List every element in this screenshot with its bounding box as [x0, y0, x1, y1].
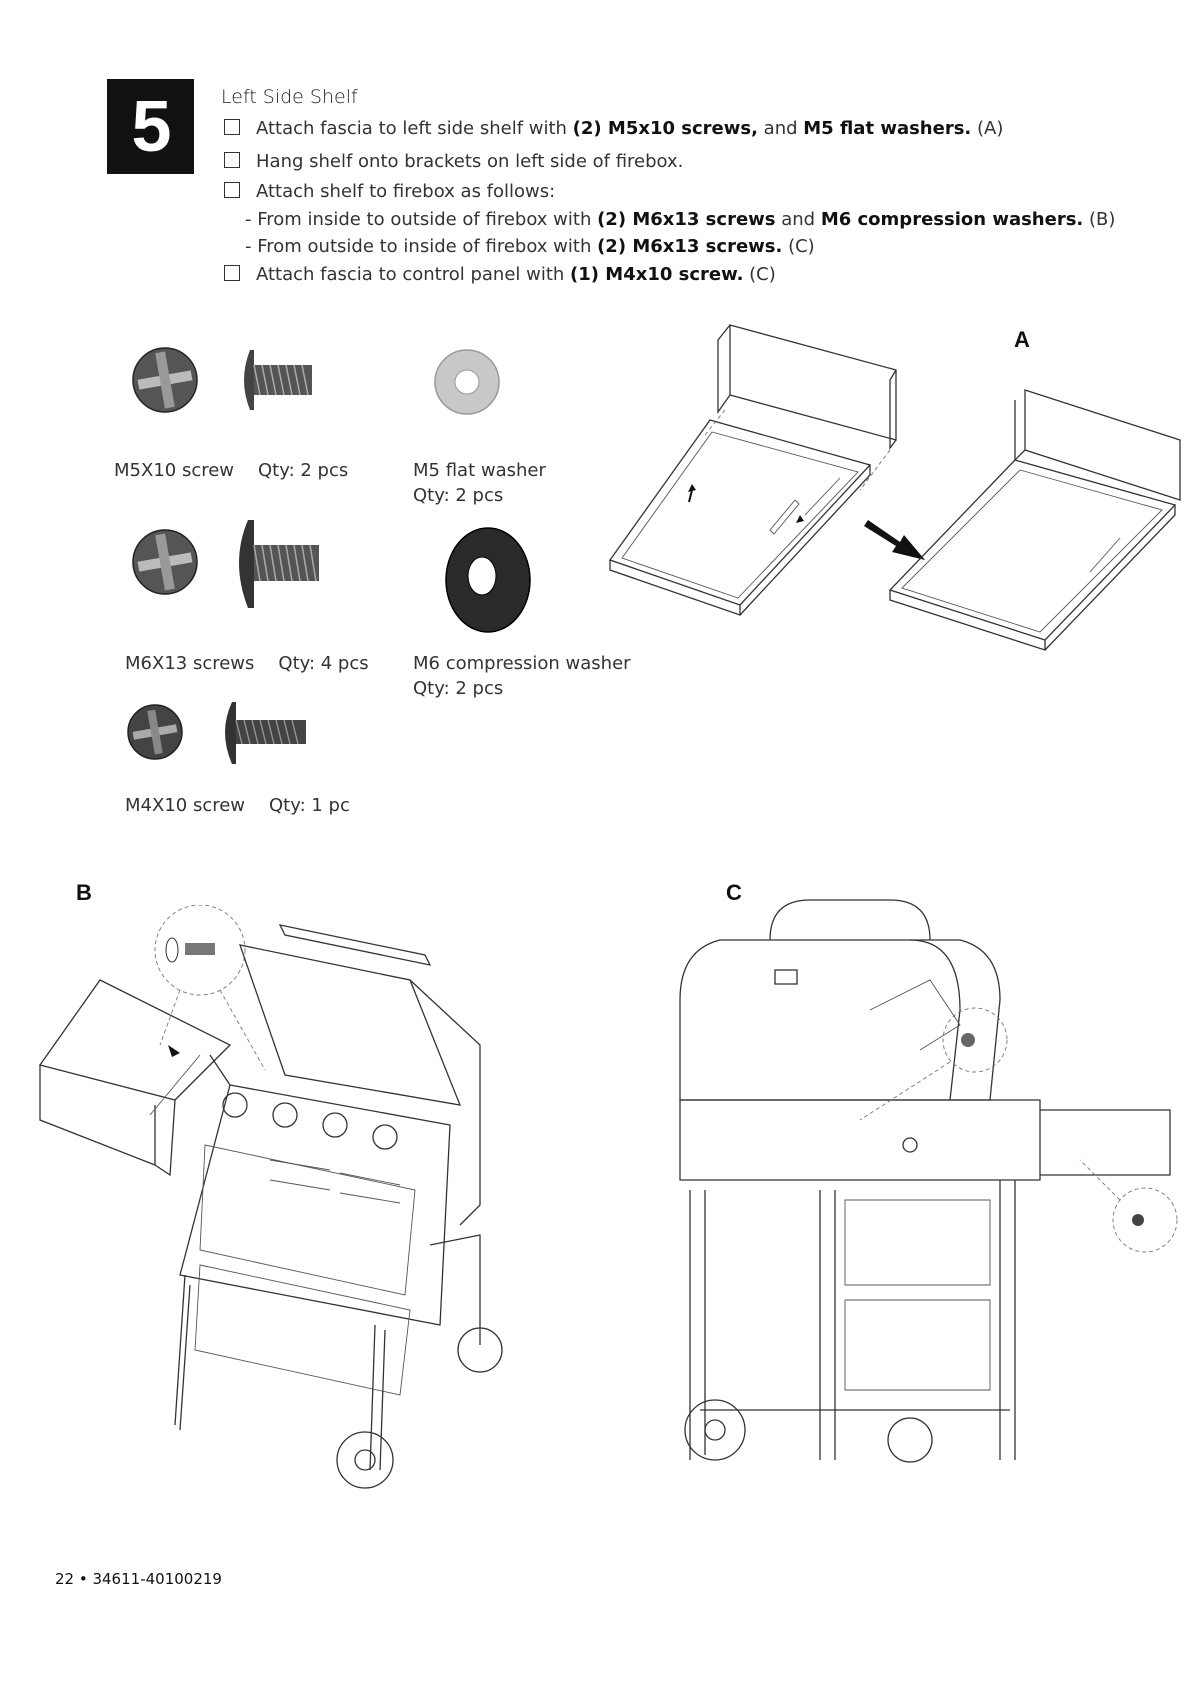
m4-screw-side-icon: [225, 702, 306, 764]
screw-detail-icon: [961, 1033, 975, 1047]
m5-screw-side-icon: [244, 350, 312, 410]
m4-screw-head-icon: [127, 704, 183, 760]
m5-washer-icon: [434, 349, 500, 415]
washer-detail-icon: [165, 937, 179, 963]
direction-arrow-icon: [864, 520, 925, 560]
part-name: M4X10 screw: [125, 795, 246, 816]
part-qty: Qty: 4 pcs: [278, 653, 369, 674]
instruction-bold: (1) M4x10 screw.: [570, 264, 744, 285]
instruction-text: and: [757, 118, 804, 139]
instruction-text: (B): [1083, 209, 1116, 230]
checkbox-icon[interactable]: [224, 265, 240, 281]
instruction-text: (C): [782, 236, 815, 257]
part-qty: Qty: 2 pcs: [258, 460, 349, 481]
instruction-text: (C): [743, 264, 776, 285]
m4-screw-caption: M4X10 screw Qty: 1 pc: [125, 795, 350, 816]
figure-b-grill-shelf-install: [38, 905, 503, 1489]
instruction-text: - From inside to outside of firebox with: [245, 209, 598, 230]
instruction-bold: (2) M6x13 screws: [597, 209, 776, 230]
step-number-badge: 5: [107, 79, 194, 174]
hardware-illustrations: [127, 347, 531, 764]
arrow-icon: [796, 515, 804, 523]
instruction-bold: M6 compression washers.: [820, 209, 1084, 230]
instruction-bold: M5 flat washers.: [803, 118, 972, 139]
side-shelf: [38, 979, 232, 1177]
instruction-text: Attach fascia to left side shelf with: [256, 118, 573, 139]
part-qty: Qty: 1 pc: [269, 795, 350, 816]
sub-instruction-1: - From inside to outside of firebox with…: [245, 209, 1115, 230]
checkbox-icon[interactable]: [224, 119, 240, 135]
figure-label-b: B: [76, 880, 92, 905]
step-title: Left Side Shelf: [221, 86, 358, 108]
step-number: 5: [131, 86, 171, 167]
instruction-text: and: [775, 209, 821, 230]
figure-label-c: C: [726, 880, 742, 905]
instruction-text: - From outside to inside of firebox with: [245, 236, 598, 257]
m6-compression-washer-icon: [445, 527, 531, 633]
checkbox-icon[interactable]: [224, 152, 240, 168]
instruction-2: Hang shelf onto brackets on left side of…: [224, 151, 683, 172]
arrow-icon: [688, 484, 696, 492]
m5-screw-caption: M5X10 screw Qty: 2 pcs: [114, 460, 348, 481]
shelf-tray: [608, 419, 872, 616]
instruction-bold: (2) M5x10 screws,: [572, 118, 758, 139]
thermometer-icon: [774, 969, 798, 985]
figure-label-a: A: [1014, 327, 1030, 352]
screw-detail-icon: [1132, 1214, 1144, 1226]
part-name: M6X13 screws: [125, 653, 255, 674]
figure-a-shelf-assembly: [608, 324, 1181, 651]
part-qty: Qty: 2 pcs: [413, 485, 504, 506]
part-name: M6 compression washer: [413, 653, 631, 674]
part-name: M5X10 screw: [114, 460, 235, 481]
assembled-shelf: [888, 389, 1181, 651]
instruction-text: (A): [971, 118, 1004, 139]
instruction-bold: (2) M6x13 screws.: [597, 236, 783, 257]
detail-callout: [1112, 1187, 1178, 1253]
arrow-icon: [688, 489, 693, 503]
m6-screw-head-icon: [132, 529, 198, 595]
part-name: M5 flat washer: [413, 460, 546, 481]
instruction-text: Hang shelf onto brackets on left side of…: [256, 151, 684, 172]
instruction-text: Attach fascia to control panel with: [256, 264, 571, 285]
m6-screw-side-icon: [239, 520, 319, 608]
arrow-icon: [168, 1045, 180, 1057]
instruction-3: Attach shelf to firebox as follows:: [224, 181, 555, 202]
instruction-1: Attach fascia to left side shelf with (2…: [224, 118, 1003, 139]
grill-body: [174, 924, 503, 1489]
sub-instruction-2: - From outside to inside of firebox with…: [245, 236, 815, 257]
instruction-4: Attach fascia to control panel with (1) …: [224, 264, 776, 285]
fascia-part: [717, 324, 897, 450]
detail-callout: [154, 905, 246, 996]
part-qty: Qty: 2 pcs: [413, 678, 504, 699]
instruction-text: Attach shelf to firebox as follows:: [256, 181, 556, 202]
figure-c-grill-fascia-attach: [679, 899, 1178, 1463]
m6-screw-caption: M6X13 screws Qty: 4 pcs: [125, 653, 369, 674]
screw-detail-icon: [185, 943, 215, 955]
page-footer: 22 • 34611-40100219: [55, 1570, 222, 1588]
grill-body: [679, 899, 1171, 1463]
detail-callout: [942, 1007, 1008, 1073]
checkbox-icon[interactable]: [224, 182, 240, 198]
m5-screw-head-icon: [132, 347, 198, 413]
